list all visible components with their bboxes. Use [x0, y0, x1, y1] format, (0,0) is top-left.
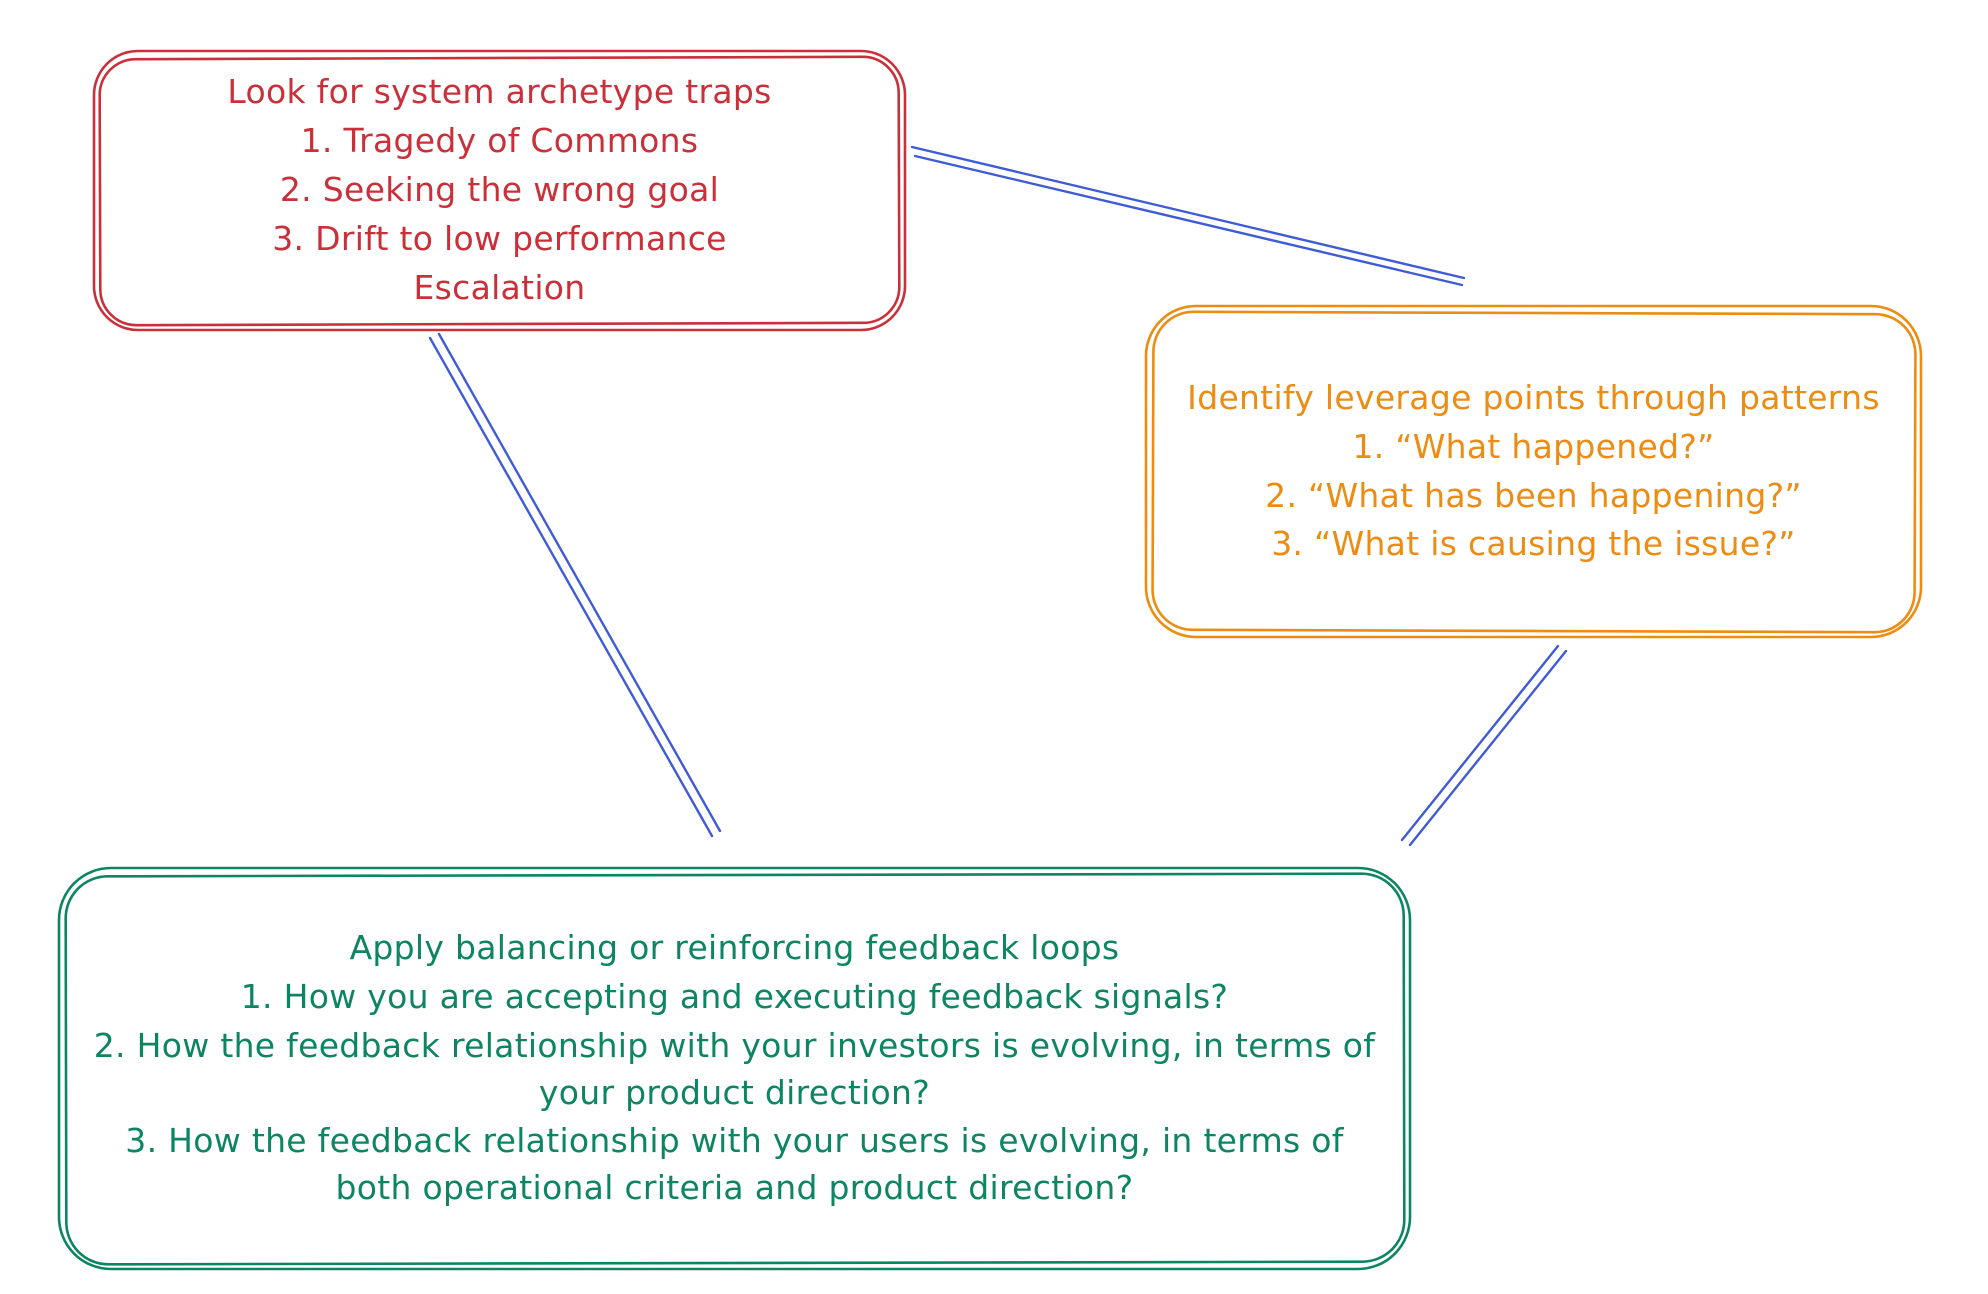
- node-leverage-points[interactable]: Identify leverage points through pattern…: [1144, 304, 1923, 639]
- node-list-item: 2. “What has been happening?”: [1265, 475, 1802, 515]
- node-list-item: 3. “What is causing the issue?”: [1271, 524, 1796, 564]
- node-list-item: 2. Seeking the wrong goal: [279, 170, 720, 210]
- node-list-item: 2. How the feedback relationship with yo…: [93, 1025, 1376, 1112]
- node-list-item: 1. How you are accepting and executing f…: [240, 976, 1229, 1016]
- node-list-item: 3. How the feedback relationship with yo…: [125, 1121, 1344, 1208]
- node-feedback-loops[interactable]: Apply balancing or reinforcing feedback …: [57, 866, 1412, 1271]
- node-list-item: 1. Tragedy of Commons: [300, 121, 699, 161]
- node-list-item: 3. Drift to low performance: [272, 218, 727, 258]
- node-list-item: Escalation: [413, 267, 586, 307]
- connector-archetype-to-feedback[interactable]: [428, 332, 722, 838]
- connector-archetype-to-leverage[interactable]: [910, 145, 1466, 287]
- node-title: Identify leverage points through pattern…: [1187, 377, 1880, 417]
- node-archetype-traps[interactable]: Look for system archetype traps 1. Trage…: [92, 49, 907, 332]
- node-title: Apply balancing or reinforcing feedback …: [349, 927, 1120, 967]
- connector-leverage-to-feedback[interactable]: [1400, 644, 1568, 847]
- node-title: Look for system archetype traps: [227, 72, 772, 112]
- node-list-item: 1. “What happened?”: [1352, 426, 1715, 466]
